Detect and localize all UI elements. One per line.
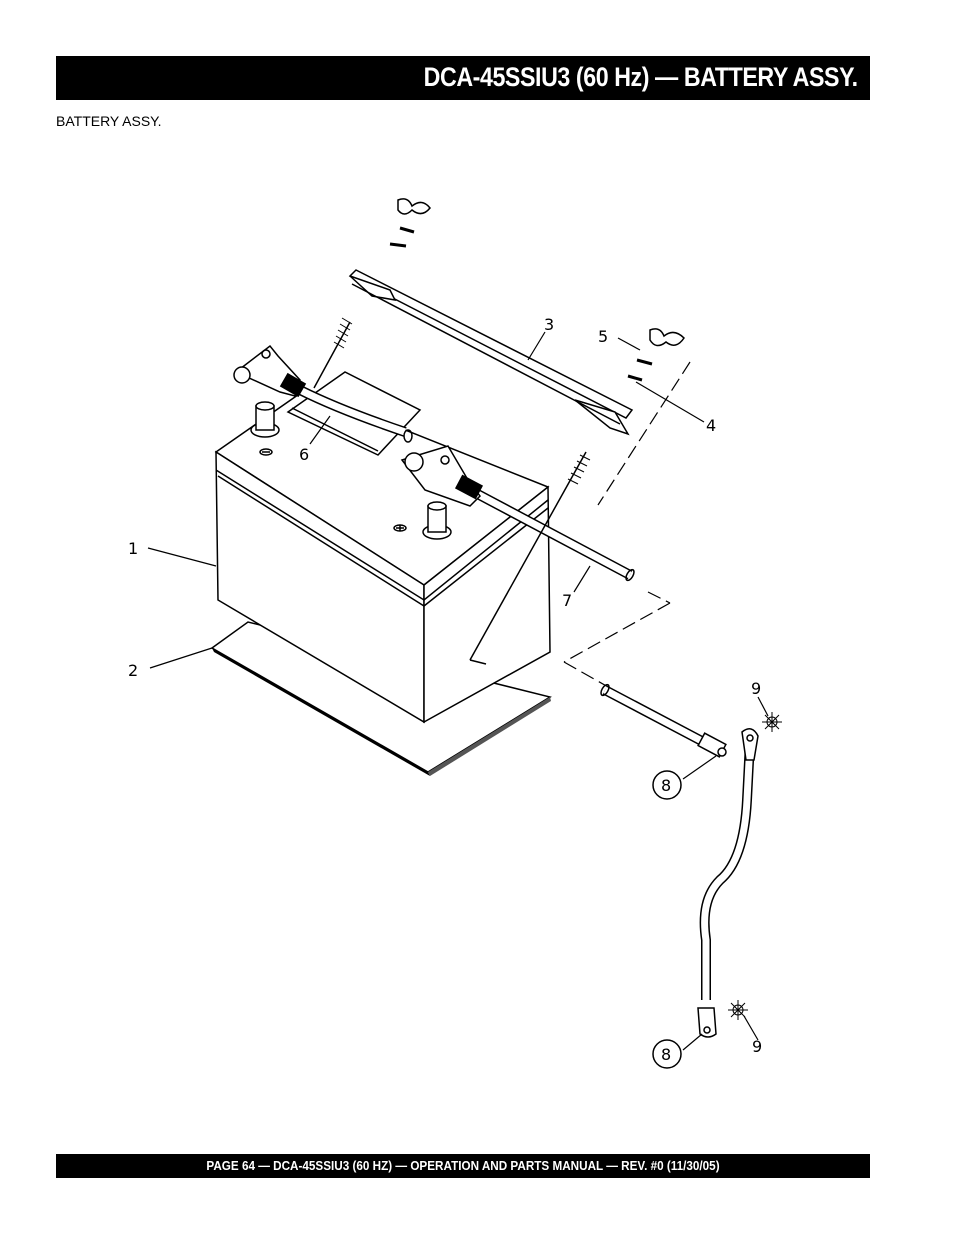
- page-footer-text: PAGE 64 — DCA-45SSIU3 (60 HZ) — OPERATIO…: [206, 1158, 720, 1173]
- callout-circle-8-upper: [652, 770, 682, 800]
- page-title: DCA-45SSIU3 (60 Hz) — BATTERY ASSY.: [424, 62, 858, 92]
- j-bolt-left: [313, 317, 353, 389]
- callout-5: 5: [598, 327, 608, 346]
- callout-9-lower: 9: [752, 1037, 762, 1056]
- callout-6: 6: [299, 445, 309, 464]
- battery-terminal-positive: [393, 501, 452, 540]
- callout-2: 2: [128, 661, 138, 680]
- callout-9-upper: 9: [751, 679, 761, 698]
- lock-washer-upper: [762, 712, 782, 732]
- negative-cable: [233, 344, 413, 443]
- callout-3: 3: [544, 315, 554, 334]
- washer-upper: [389, 226, 415, 248]
- callout-7: 7: [562, 591, 572, 610]
- battery-terminal-negative: [250, 401, 280, 456]
- page-header-bar: DCA-45SSIU3 (60 Hz) — BATTERY ASSY.: [56, 56, 870, 100]
- section-label: BATTERY ASSY.: [56, 113, 162, 129]
- ground-cable: [697, 728, 759, 1038]
- leader-lines: [147, 331, 769, 1051]
- assembly-guide-lines: [563, 361, 691, 689]
- battery-body: [214, 371, 551, 724]
- callout-circle-8-lower: [652, 1039, 682, 1069]
- callout-8-upper: 8: [661, 776, 671, 795]
- wing-nut-right: [649, 328, 685, 347]
- washer-right: [627, 358, 653, 382]
- j-bolt-right: [469, 451, 591, 665]
- callout-4: 4: [706, 416, 716, 435]
- callout-1: 1: [128, 539, 138, 558]
- lock-washer-lower: [728, 1000, 748, 1020]
- callout-8-lower: 8: [661, 1045, 671, 1064]
- hold-down-bar: [348, 269, 634, 436]
- cable-extension: [600, 683, 727, 758]
- positive-cable: [400, 445, 635, 582]
- page-footer-bar: PAGE 64 — DCA-45SSIU3 (60 HZ) — OPERATIO…: [56, 1154, 870, 1178]
- wing-nut-upper: [397, 198, 431, 215]
